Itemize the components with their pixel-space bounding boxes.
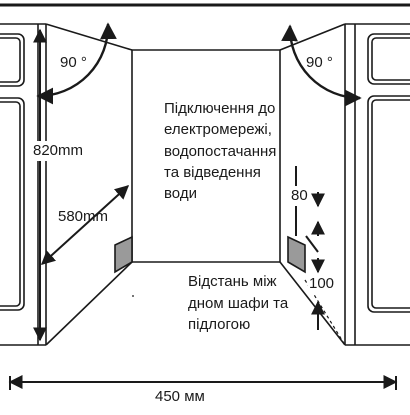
depth-arrow	[40, 185, 130, 265]
right-angle-label: 90 °	[306, 54, 333, 71]
utilities-note-line: води	[164, 185, 197, 202]
floor-gap-note-line: підлогою	[188, 316, 251, 333]
right-angle-arc	[281, 24, 362, 107]
right-drawer-top	[367, 33, 410, 85]
angle-arcs	[36, 22, 362, 107]
floor-gap-note-line: дном шафи та	[188, 295, 289, 312]
dimension-arrows	[8, 28, 398, 390]
right-cabinet	[344, 23, 410, 346]
right-door	[367, 95, 410, 313]
left-angle-arc	[36, 22, 117, 105]
floor-clearance-label: 100	[308, 274, 336, 294]
utilities-note-line: та відведення	[164, 164, 261, 181]
left-door	[0, 97, 25, 311]
utilities-note-line: водопостачання	[164, 143, 277, 160]
left-angle-label: 90 °	[60, 54, 87, 71]
utilities-note-line: електромережі,	[164, 121, 272, 138]
left-plinth-block	[114, 235, 133, 274]
right-plinth-block	[287, 235, 306, 274]
utilities-note-line: Підключення до	[164, 100, 276, 117]
floor-gap-note-line: Відстань між	[188, 273, 277, 290]
left-drawer-top	[0, 33, 25, 87]
width-label: 450 мм	[155, 388, 205, 405]
utility-clearance-label: 80	[290, 186, 309, 206]
depth-label: 580mm	[58, 208, 109, 225]
height-label: 820mm	[32, 141, 85, 161]
